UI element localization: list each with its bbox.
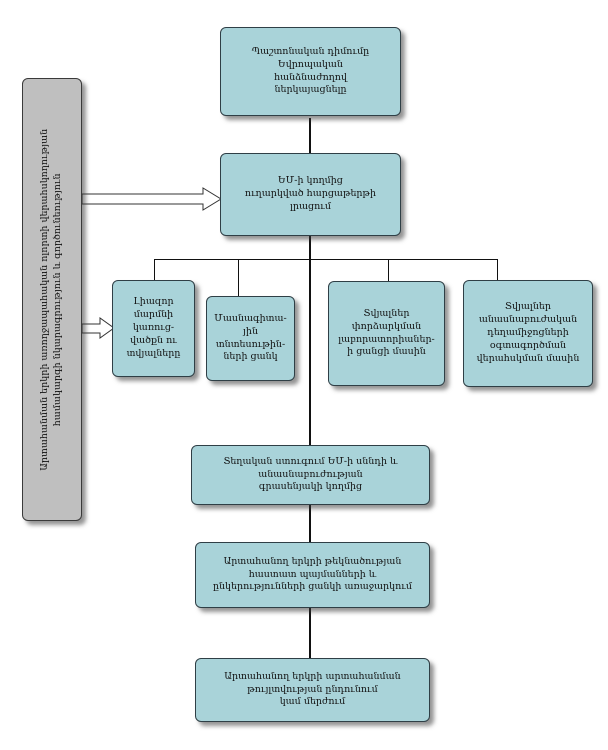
main-vertical-connector [309, 118, 311, 658]
info-authority-structure-text: Լիազոր մարմնի կառուց- վածքն ու տվյալները [126, 296, 181, 359]
step-local-inspection-text: Տեղական ստուգում ԵՄ-ի սննդի և անասնաբուժ… [223, 455, 398, 493]
side-control-system-description-text: Արտահանման երկրի առողջապահական ոլորտի վե… [39, 128, 63, 471]
step-questionnaire-completion: ԵՄ-ի կողմից ուղարկված հարցաթերթի լրացում [220, 153, 401, 236]
info-veterinary-drug-control: Տվյալներ անասնաբուժական դեղամիջոցների օգ… [463, 280, 593, 387]
info-veterinary-drug-control-text: Տվյալներ անասնաբուժական դեղամիջոցների օգ… [476, 301, 580, 364]
step-candidacy-proposal-text: Արտահանող երկրի թեկնածության հաստատ պայմ… [212, 555, 413, 593]
info-specialized-farms-list-text: Մասնագիտա- յին տնտեսութին- ների ցանկ [214, 312, 287, 363]
info-laboratory-network: Տվյալներ փորձարկման լաբորատորիաներ- ի ցա… [328, 281, 445, 386]
branch-drop-3 [388, 259, 389, 282]
info-laboratory-network-text: Տվյալներ փորձարկման լաբորատորիաներ- ի ցա… [338, 307, 435, 358]
info-specialized-farms-list: Մասնագիտա- յին տնտեսութին- ների ցանկ [206, 296, 295, 381]
info-authority-structure: Լիազոր մարմնի կառուց- վածքն ու տվյալները [112, 280, 195, 377]
step-official-application: Պաշտոնական դիմումը Եվրոպական հանձնաժողով… [220, 27, 401, 116]
step-export-permit-decision-text: Արտահանող երկրի արտահանման թույլտվության… [224, 670, 401, 708]
side-control-system-description: Արտահանման երկրի առողջապահական ոլորտի վե… [22, 78, 82, 521]
step-local-inspection: Տեղական ստուգում ԵՄ-ի սննդի և անասնաբուժ… [191, 445, 430, 505]
branch-drop-2 [238, 259, 239, 297]
arrow-to-authority-box [81, 317, 115, 339]
branch-horizontal-connector [154, 259, 498, 260]
step-questionnaire-completion-text: ԵՄ-ի կողմից ուղարկված հարցաթերթի լրացում [244, 175, 377, 212]
step-export-permit-decision: Արտահանող երկրի արտահանման թույլտվության… [195, 658, 430, 722]
step-candidacy-proposal: Արտահանող երկրի թեկնածության հաստատ պայմ… [195, 542, 430, 608]
branch-drop-1 [154, 259, 155, 281]
step-official-application-text: Պաշտոնական դիմումը Եվրոպական հանձնաժողով… [251, 45, 370, 96]
arrow-to-questionnaire [81, 187, 222, 211]
branch-drop-4 [497, 259, 498, 281]
